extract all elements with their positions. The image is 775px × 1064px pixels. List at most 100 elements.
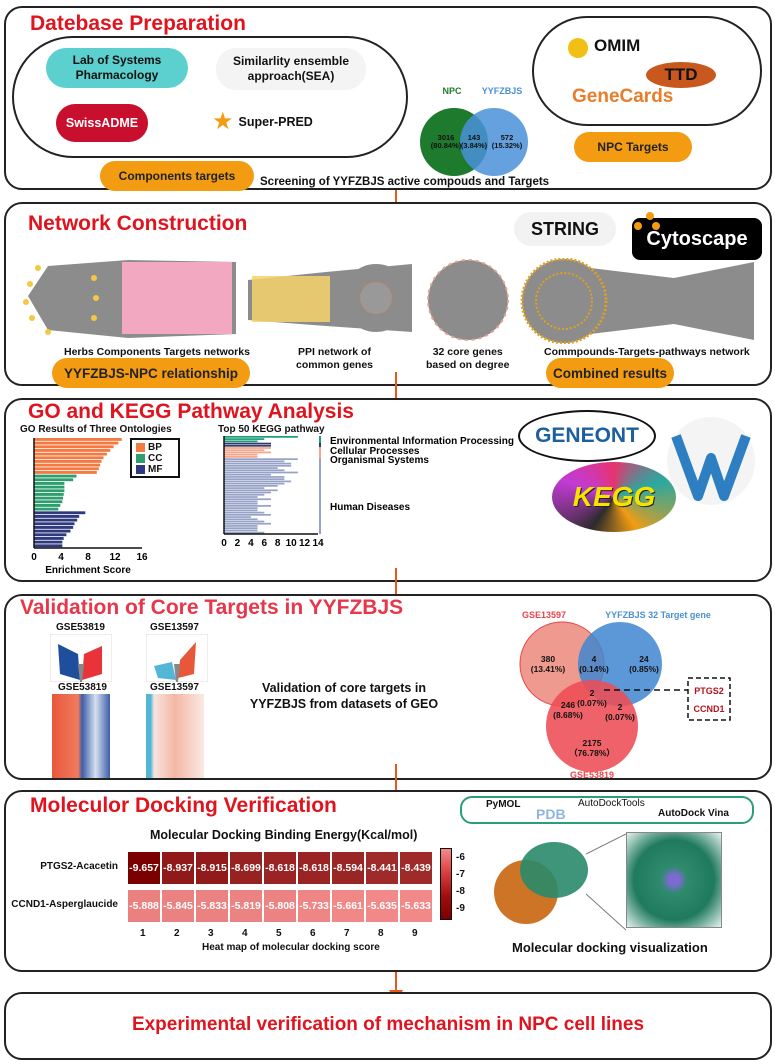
go-bar-mf bbox=[34, 540, 63, 544]
kegg-x-tick: 12 bbox=[299, 538, 311, 549]
kegg-bar bbox=[224, 525, 258, 527]
kegg-bar bbox=[224, 516, 251, 518]
venn-geo-targets: GSE13597 YYFZBJS 32 Target gene 380 (13.… bbox=[519, 610, 731, 778]
kegg-group-label: Environmental Information Processing bbox=[330, 436, 514, 447]
components-targets-label: Components targets bbox=[100, 161, 254, 191]
venn-label-yyfzbjs: YYFZBJS bbox=[482, 86, 523, 96]
kegg-x-tick: 4 bbox=[248, 538, 254, 549]
geneont-logo: GENEONT bbox=[518, 410, 656, 462]
heatmap-cell: -5.888 bbox=[128, 890, 160, 922]
heatmap-cell: -8.594 bbox=[332, 852, 364, 884]
db-genecards: GeneCards bbox=[572, 86, 674, 107]
panel-experimental: Experimental verification of mechanism i… bbox=[4, 992, 772, 1060]
heatmap-row-label: CCND1-Asperglaucide bbox=[11, 899, 118, 910]
tool-autodocktools: AutoDockTools bbox=[578, 798, 645, 809]
kegg-bar bbox=[224, 480, 292, 483]
go-chart-title: GO Results of Three Ontologies bbox=[20, 424, 172, 435]
kegg-x-tick: 8 bbox=[275, 538, 281, 549]
heatmap-col-label: 1 bbox=[140, 928, 146, 939]
heatmap-cell: -8.699 bbox=[230, 852, 262, 884]
venn-label-npc: NPC bbox=[442, 86, 462, 96]
heatmap-col-label: 8 bbox=[378, 928, 384, 939]
kegg-bar bbox=[224, 469, 285, 472]
heatmap-row-label: PTGS2-Acacetin bbox=[40, 861, 118, 872]
kegg-bar bbox=[224, 502, 258, 505]
venn-region-pct: (0.14%) bbox=[579, 664, 609, 674]
heatmap-cell: -5.833 bbox=[196, 890, 228, 922]
colorbar-tick: -8 bbox=[456, 886, 465, 897]
gene-ccnd1: CCND1 bbox=[693, 704, 724, 714]
venn-region-pct: (8.68%) bbox=[553, 710, 583, 720]
go-x-tick: 4 bbox=[58, 552, 64, 563]
volcano-label-gse13597: GSE13597 bbox=[150, 622, 199, 633]
kegg-bar bbox=[224, 478, 285, 481]
screening-caption: Screening of YYFZBJS active compouds and… bbox=[260, 176, 550, 188]
go-bar-cc bbox=[34, 504, 61, 507]
heatmap-label-gse53819: GSE53819 bbox=[58, 682, 107, 693]
panel-validation: Validation of Core Targets in YYFZBJS GS… bbox=[4, 594, 772, 780]
kegg-x-tick: 14 bbox=[312, 538, 324, 549]
venn-region-pct: （76.78%） bbox=[569, 748, 615, 758]
docking-caption: Molecular docking visualization bbox=[512, 940, 708, 955]
venn-circle-gse53819 bbox=[546, 680, 638, 772]
validation-center-text: Validation of core targets in YYFZBJS fr… bbox=[249, 681, 439, 711]
kegg-bar bbox=[224, 440, 258, 443]
kegg-bar bbox=[224, 467, 278, 469]
go-bar-cc bbox=[34, 493, 64, 496]
go-bar-cc bbox=[34, 474, 77, 478]
kegg-logo: KEGG bbox=[552, 462, 676, 532]
legend-item-cc: CC bbox=[136, 453, 174, 464]
herbs-components-network-image bbox=[23, 260, 236, 338]
kegg-group-label: Cellular Processes bbox=[330, 446, 420, 457]
kegg-bar bbox=[224, 453, 258, 456]
heatmap-cell: -5.845 bbox=[162, 890, 194, 922]
db-swissadme: SwissADME bbox=[56, 104, 148, 142]
string-logo: STRING bbox=[514, 212, 616, 246]
go-bar-bp bbox=[34, 445, 114, 449]
panel-network-construction: Network Construction STRING Cytoscape He… bbox=[4, 202, 772, 388]
go-bar-cc bbox=[34, 478, 74, 482]
venn-region-value: 2175 bbox=[583, 738, 602, 748]
volcano-label-gse53819: GSE53819 bbox=[56, 622, 105, 633]
kegg-bar bbox=[224, 471, 298, 474]
compounds-targets-pathways-network-image bbox=[520, 258, 754, 344]
heatmap-cell: -8.915 bbox=[196, 852, 228, 884]
venn-region-pct: (13.41%) bbox=[531, 664, 566, 674]
kegg-bar bbox=[224, 511, 265, 514]
tool-pdb: PDB bbox=[536, 806, 566, 822]
kegg-bar bbox=[224, 527, 258, 530]
caption-ctp-network: Commpounds-Targets-pathways network bbox=[544, 346, 750, 358]
go-bar-bp bbox=[34, 467, 99, 471]
heatmap-cell: -8.439 bbox=[400, 852, 432, 884]
core-genes-network-image bbox=[427, 259, 509, 341]
colorbar-tick: -9 bbox=[456, 903, 465, 914]
db-ttd: TTD bbox=[646, 62, 716, 88]
heatmap-cell: -9.657 bbox=[128, 852, 160, 884]
go-bar-cc bbox=[34, 507, 59, 511]
kegg-bar bbox=[224, 522, 271, 525]
panel-docking: Moleculor Docking Verification Molecular… bbox=[4, 790, 772, 972]
components-db-group bbox=[12, 36, 408, 158]
venn-npc-pct: (80.84%) bbox=[431, 141, 462, 150]
go-bar-mf bbox=[34, 529, 71, 533]
kegg-bar bbox=[224, 436, 298, 438]
kegg-x-tick: 10 bbox=[286, 538, 298, 549]
kegg-group-label: Organismal Systems bbox=[330, 455, 429, 466]
heatmap-cell: -8.937 bbox=[162, 852, 194, 884]
heatmap-title: Molecular Docking Binding Energy(Kcal/mo… bbox=[150, 828, 418, 842]
kegg-bar bbox=[224, 476, 285, 478]
kegg-x-tick: 0 bbox=[221, 538, 227, 549]
heatmap-col-label: 6 bbox=[310, 928, 316, 939]
go-x-label: Enrichment Score bbox=[45, 565, 131, 576]
docking-tools-group bbox=[460, 796, 754, 824]
kegg-bar bbox=[224, 498, 271, 501]
legend-item-mf: MF bbox=[136, 464, 174, 475]
experimental-title: Experimental verification of mechanism i… bbox=[131, 1014, 645, 1035]
cytoscape-logo: Cytoscape bbox=[632, 218, 762, 260]
go-bar-bp bbox=[34, 438, 122, 441]
venn-label-gse13597: GSE13597 bbox=[522, 610, 566, 620]
go-bar-mf bbox=[34, 544, 63, 548]
combined-results-label: Combined results bbox=[546, 358, 674, 388]
kegg-bar bbox=[224, 444, 271, 447]
go-bar-bp bbox=[34, 441, 119, 445]
